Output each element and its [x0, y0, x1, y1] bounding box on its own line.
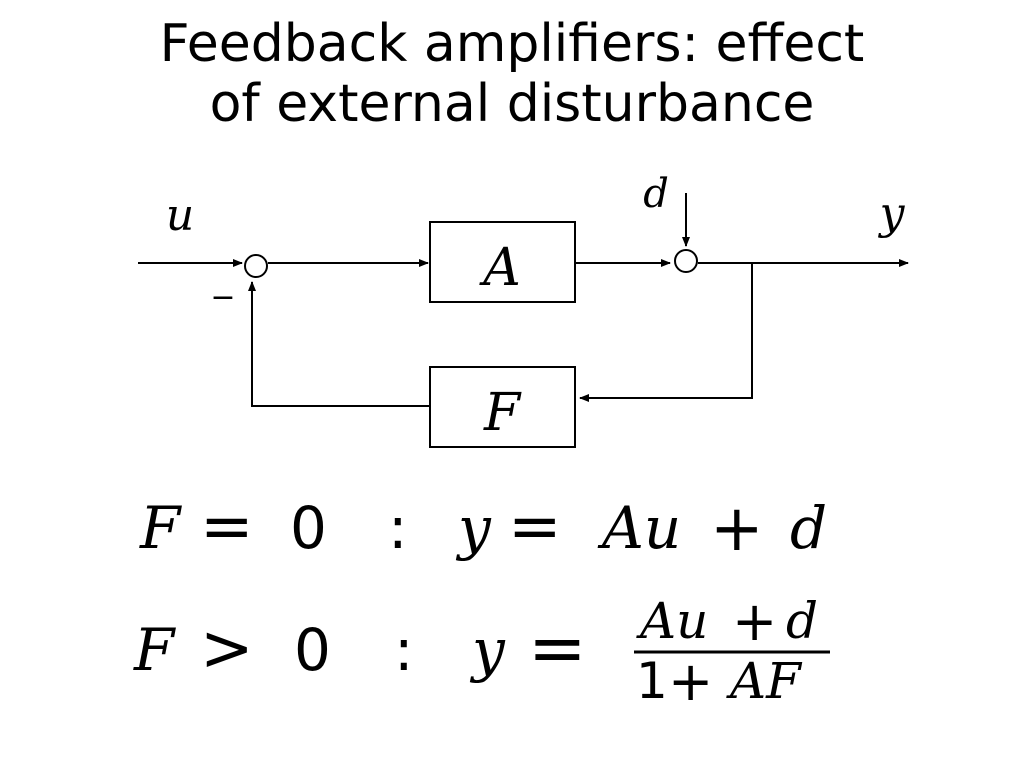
equation-open-loop: F = 0 : y = Au + d [139, 490, 827, 566]
eq1-condition-op: = [200, 490, 254, 564]
eq2-numerator-plus: + [732, 590, 777, 653]
feedback-gain-label: F [483, 383, 522, 443]
eq1-condition-rhs: 0 [290, 494, 327, 562]
eq2-condition-op: > [200, 612, 254, 686]
forward-gain-block [429, 221, 576, 303]
slide-title-line-2: of external disturbance [209, 74, 815, 134]
feedback-return-line [248, 281, 430, 407]
slide-title: Feedback amplifiers: effect of external … [0, 14, 1024, 134]
eq1-colon: : [388, 494, 408, 562]
eq2-numerator-a: Au [636, 592, 708, 650]
eq2-result-op: = [528, 607, 587, 689]
eq2-condition-lhs: F [133, 616, 176, 684]
summing-junction-input [244, 254, 268, 278]
eq2-denominator-plus: + [668, 650, 713, 713]
eq2-numerator-d: d [786, 592, 818, 650]
equation-closed-loop: F > 0 : y = Au + d 1 + AF [133, 590, 830, 713]
eq2-result-lhs: y [469, 616, 506, 684]
eq1-result-rhs-d: d [790, 494, 827, 562]
feedback-pickoff-line [579, 263, 753, 402]
eq1-result-rhs-plus: + [710, 492, 764, 566]
eq1-condition-lhs: F [139, 494, 182, 562]
eq2-denominator-one: 1 [636, 652, 668, 710]
eq1-result-rhs-a: Au [597, 494, 681, 562]
eq2-condition-rhs: 0 [294, 616, 331, 684]
eq1-result-op: = [508, 490, 562, 564]
feedback-gain-block [429, 366, 576, 448]
disturbance-label-d: d [643, 171, 669, 217]
forward-gain-label: A [479, 238, 521, 298]
slide-title-line-1: Feedback amplifiers: effect [159, 14, 865, 74]
eq2-denominator-af: AF [726, 652, 803, 710]
output-label-y: y [878, 188, 906, 239]
minus-sign: − [210, 280, 235, 315]
eq1-result-lhs: y [455, 494, 492, 562]
summing-junction-disturbance [674, 249, 698, 273]
eq2-colon: : [394, 616, 414, 684]
input-label-u: u [166, 190, 194, 241]
